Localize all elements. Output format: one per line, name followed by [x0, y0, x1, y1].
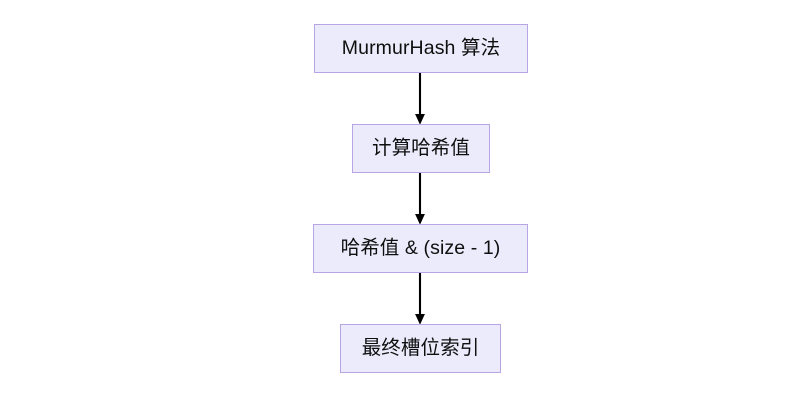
node-label: MurmurHash 算法 [341, 36, 501, 59]
flowchart-node-final-slot-index[interactable]: 最终槽位索引 [340, 324, 501, 373]
flowchart-node-murmurhash-algorithm[interactable]: MurmurHash 算法 [314, 24, 528, 73]
flowchart-node-hash-and-size-minus-one[interactable]: 哈希值 & (size - 1) [313, 224, 528, 273]
flowchart-node-compute-hash-value[interactable]: 计算哈希值 [352, 124, 490, 173]
node-label: 最终槽位索引 [361, 336, 480, 359]
node-label: 计算哈希值 [371, 136, 470, 159]
node-label: 哈希值 & (size - 1) [340, 236, 501, 259]
